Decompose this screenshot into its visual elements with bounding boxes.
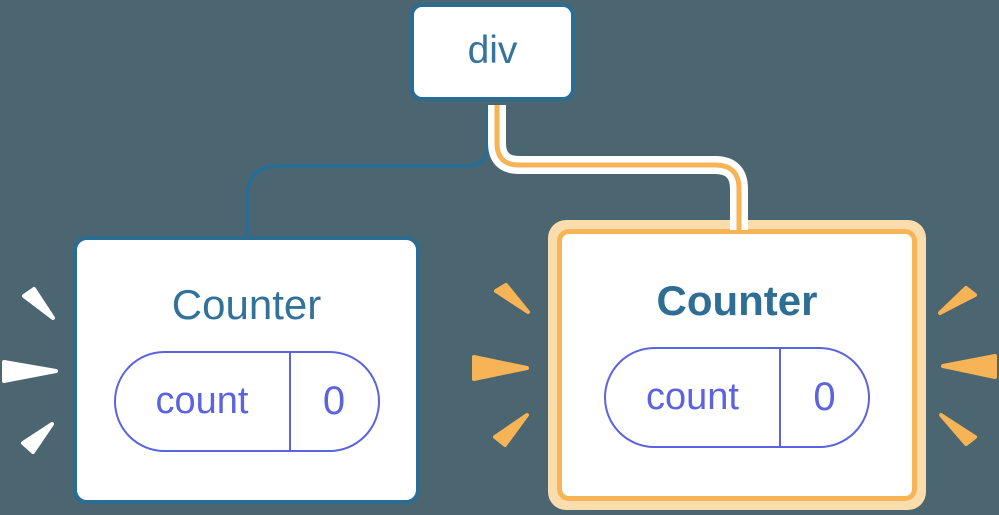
edge-div-to-left-counter xyxy=(245,105,490,240)
counter-card-left: Counter count 0 xyxy=(73,236,420,504)
tree-node-div-label: div xyxy=(467,28,518,72)
state-key-label: count xyxy=(155,380,249,423)
counter-card-right-title: Counter xyxy=(656,277,818,324)
state-pill-left: count 0 xyxy=(113,351,380,453)
state-key-label: count xyxy=(646,376,739,419)
edge-div-to-right-counter-outline xyxy=(488,105,748,230)
state-value-label: 0 xyxy=(779,349,868,447)
state-pill-right: count 0 xyxy=(604,347,870,449)
edge-div-to-right-counter xyxy=(494,105,742,234)
counter-card-right-highlight-halo: Counter count 0 xyxy=(548,220,926,510)
tree-node-div: div xyxy=(410,3,575,101)
counter-card-left-title: Counter xyxy=(171,281,322,328)
burst-marks-left-white-icon xyxy=(2,287,58,454)
state-value-label: 0 xyxy=(288,353,378,451)
burst-marks-right-card-left-icon xyxy=(472,283,530,447)
burst-marks-right-card-right-icon xyxy=(938,286,997,446)
counter-card-right: Counter count 0 xyxy=(557,229,917,501)
